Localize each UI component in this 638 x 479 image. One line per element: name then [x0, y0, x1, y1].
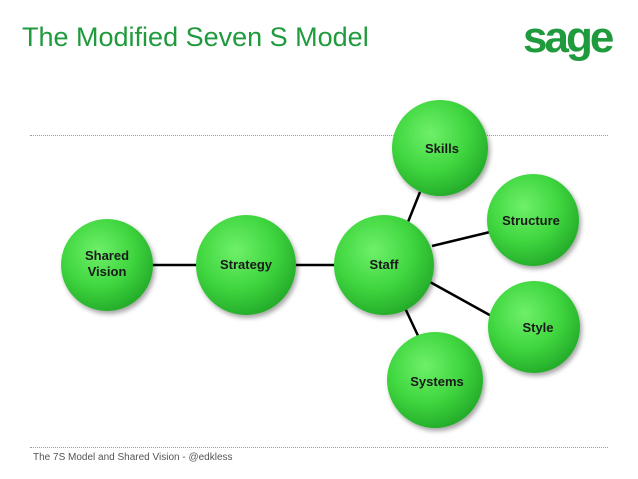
- connector-staff-style: [429, 280, 496, 320]
- node-shared-vision-line1: Shared: [85, 248, 129, 263]
- node-skills-label: Skills: [425, 141, 459, 156]
- node-style-label: Style: [522, 320, 553, 335]
- node-systems: Systems: [387, 332, 483, 428]
- node-strategy-label: Strategy: [220, 257, 273, 272]
- node-shared-vision-line2: Vision: [88, 264, 127, 279]
- node-structure: Structure: [487, 174, 579, 266]
- node-skills: Skills: [392, 100, 488, 196]
- node-systems-label: Systems: [410, 374, 463, 389]
- node-style: Style: [488, 281, 580, 373]
- bottom-divider: [30, 447, 608, 448]
- node-shared-vision: Shared Vision: [61, 219, 153, 311]
- sage-logo: sage: [523, 13, 614, 62]
- node-structure-label: Structure: [502, 213, 560, 228]
- top-divider: [30, 135, 608, 136]
- connector-staff-skills: [406, 191, 422, 223]
- node-staff-label: Staff: [370, 257, 400, 272]
- footer-caption: The 7S Model and Shared Vision - @edkles…: [33, 452, 233, 463]
- node-strategy: Strategy: [196, 215, 296, 315]
- node-staff: Staff: [334, 215, 434, 315]
- connector-staff-systems: [403, 307, 422, 341]
- connectors: [148, 191, 496, 341]
- page-title: The Modified Seven S Model: [22, 22, 369, 52]
- connector-staff-structure: [431, 230, 491, 248]
